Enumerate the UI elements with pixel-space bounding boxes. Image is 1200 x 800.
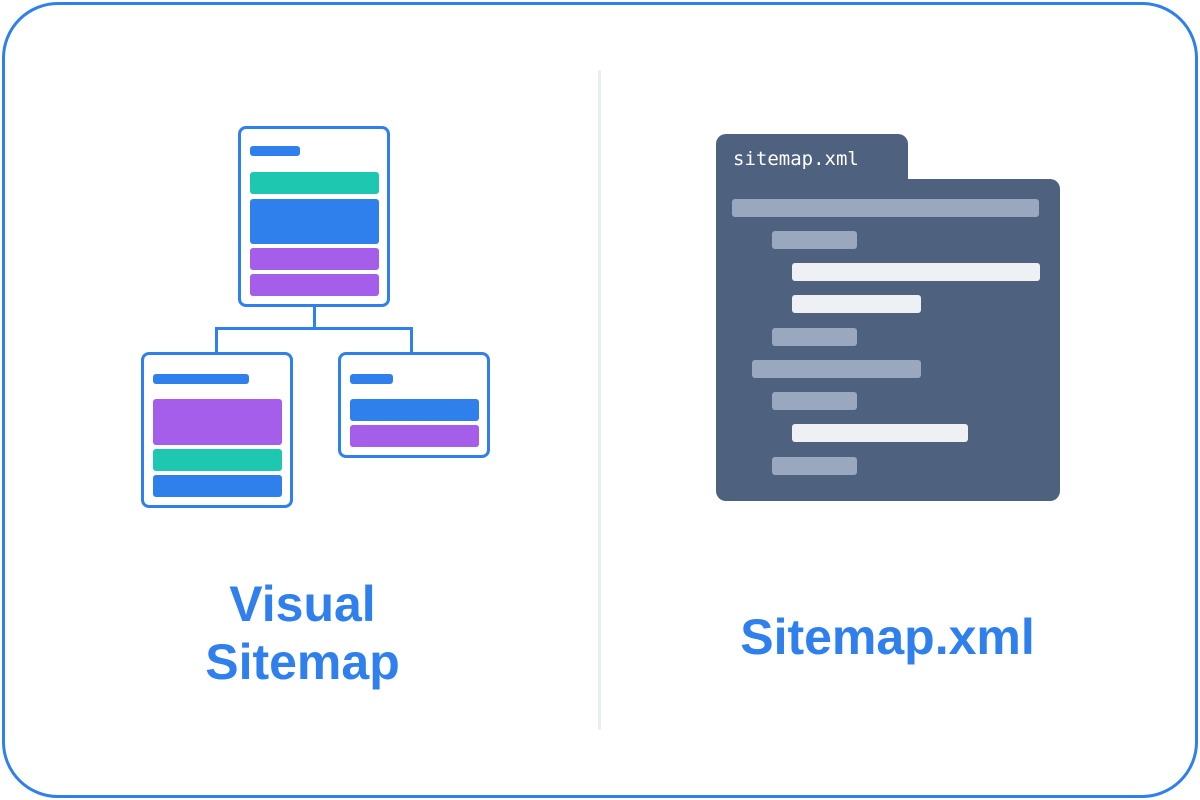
- xml-line: [772, 328, 857, 346]
- xml-line: [772, 231, 857, 249]
- page-header-bar: [250, 146, 300, 156]
- caption-line: Sitemap: [205, 634, 400, 690]
- tree-connector-right-drop: [410, 327, 413, 354]
- xml-line: [792, 295, 921, 313]
- page-block: [153, 475, 282, 497]
- page-block: [153, 449, 282, 471]
- page-block: [250, 172, 379, 194]
- page-block: [250, 248, 379, 270]
- page-block: [250, 274, 379, 296]
- xml-line: [772, 457, 857, 475]
- caption-line: Visual: [229, 576, 376, 632]
- page-block: [153, 399, 282, 445]
- center-divider: [598, 70, 601, 730]
- page-header-bar: [153, 374, 249, 384]
- page-block: [350, 399, 479, 421]
- visual-sitemap-caption: Visual Sitemap: [150, 575, 455, 691]
- xml-line: [792, 263, 1040, 281]
- sitemap-xml-caption: Sitemap.xml: [690, 608, 1085, 666]
- sitemap-root-page: [238, 126, 390, 307]
- tree-connector-horizontal: [215, 327, 413, 330]
- caption-line: Sitemap.xml: [740, 609, 1035, 665]
- page-header-bar: [350, 374, 393, 384]
- xml-line: [772, 392, 857, 410]
- sitemap-child-page-right: [338, 352, 490, 458]
- file-tab-label: sitemap.xml: [733, 148, 859, 170]
- sitemap-child-page-left: [141, 352, 293, 508]
- xml-line: [792, 424, 968, 442]
- xml-line: [752, 360, 921, 378]
- tree-connector-vertical: [313, 305, 316, 329]
- tree-connector-left-drop: [215, 327, 218, 354]
- page-block: [250, 199, 379, 244]
- page-block: [350, 425, 479, 447]
- file-body: [716, 179, 1060, 501]
- xml-line: [732, 199, 1039, 217]
